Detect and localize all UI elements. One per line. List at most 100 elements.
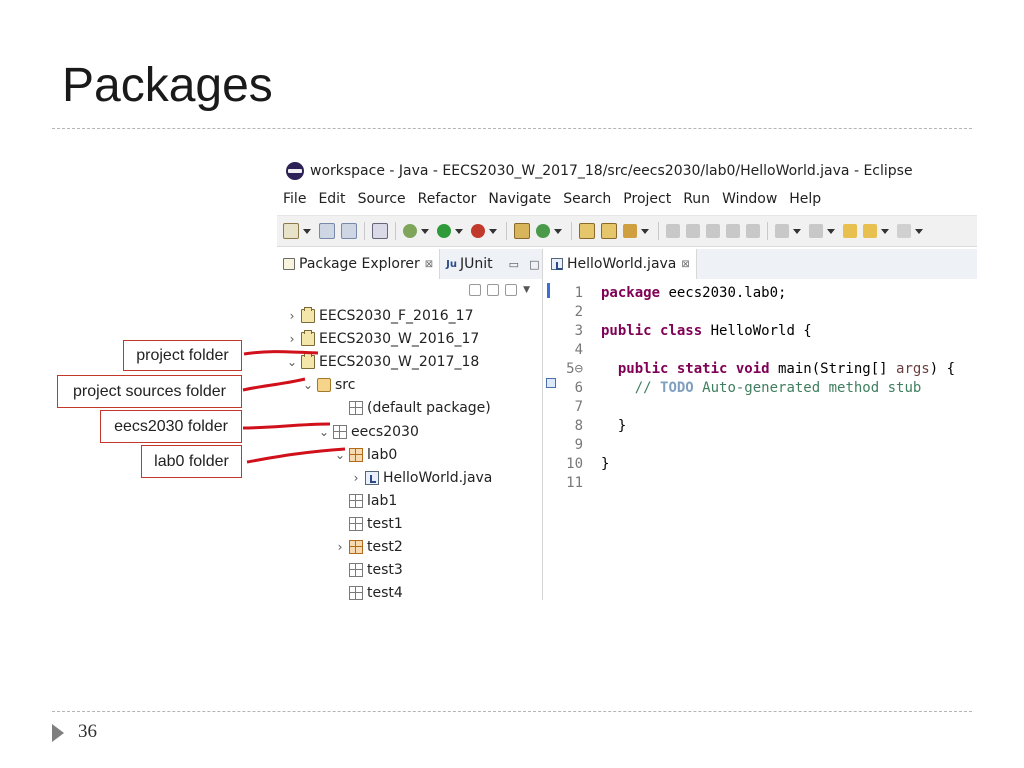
menu-window[interactable]: Window <box>722 191 778 207</box>
forward-icon[interactable] <box>897 224 911 238</box>
new-icon[interactable] <box>283 223 299 239</box>
tree-item[interactable]: test4 <box>333 582 403 600</box>
collapse-all-icon[interactable] <box>469 284 482 296</box>
tree-expander-icon[interactable]: › <box>337 540 343 554</box>
line-number: 10 <box>566 455 583 472</box>
line-number: 8 <box>574 417 583 434</box>
tree-expander-icon[interactable]: ⌄ <box>302 378 314 393</box>
code-line[interactable]: 7 <box>565 397 601 416</box>
menu-search[interactable]: Search <box>563 191 612 207</box>
code-line[interactable]: 10} <box>565 454 609 473</box>
new-class-icon[interactable] <box>536 224 550 238</box>
pin-icon[interactable] <box>686 224 700 238</box>
new-class-dropdown-icon[interactable] <box>554 228 562 234</box>
save-icon[interactable] <box>319 223 335 239</box>
code-line[interactable]: 4 <box>565 340 601 359</box>
open-task-icon[interactable] <box>601 223 617 239</box>
next-annotation-icon[interactable] <box>775 224 789 238</box>
code-token: public class <box>601 322 703 339</box>
code-line[interactable]: 8 } <box>565 416 627 435</box>
menu-source[interactable]: Source <box>357 191 406 207</box>
toolbar-separator <box>395 222 396 240</box>
close-icon[interactable]: ⊠ <box>681 258 690 270</box>
external-tools-icon[interactable] <box>471 224 485 238</box>
next-annotation-dropdown-icon[interactable] <box>793 228 801 234</box>
previous-annotation-dropdown-icon[interactable] <box>827 228 835 234</box>
tree-item[interactable]: (default package) <box>333 397 491 419</box>
tree-item[interactable]: test1 <box>333 513 403 535</box>
debug-icon[interactable] <box>403 224 417 238</box>
tree-item[interactable]: ⌄ src <box>301 374 355 396</box>
footer-divider <box>52 711 972 712</box>
menu-refactor[interactable]: Refactor <box>417 191 477 207</box>
tab-helloworld-java[interactable]: HelloWorld.java ⊠ <box>543 249 697 279</box>
tree-item[interactable]: › EECS2030_W_2016_17 <box>285 328 479 350</box>
open-type-icon[interactable] <box>579 223 595 239</box>
callout-eecs2030-folder: eecs2030 folder <box>100 410 242 443</box>
tree-item-label: EECS2030_W_2016_17 <box>319 331 480 348</box>
menu-navigate[interactable]: Navigate <box>488 191 552 207</box>
task-marker-icon[interactable] <box>546 378 556 388</box>
menu-project[interactable]: Project <box>623 191 672 207</box>
menu-edit[interactable]: Edit <box>318 191 346 207</box>
tree-item-label: test3 <box>367 562 403 579</box>
run-icon[interactable] <box>437 224 451 238</box>
tree-item[interactable]: test3 <box>333 559 403 581</box>
tree-item[interactable]: ⌄lab0 <box>333 444 397 466</box>
format-icon[interactable] <box>746 224 760 238</box>
code-line[interactable]: 9 <box>565 435 601 454</box>
view-menu-icon[interactable]: ▼ <box>523 285 530 295</box>
back-icon[interactable] <box>863 224 877 238</box>
code-line[interactable]: 6 // TODO Auto-generated method stub <box>565 378 922 397</box>
tree-item[interactable]: ⌄EECS2030_W_2017_18 <box>285 351 479 373</box>
minimize-icon[interactable]: ▭ <box>508 257 520 271</box>
explorer-view-toolbar: ▼ <box>277 279 542 301</box>
link-with-editor-icon[interactable] <box>487 284 500 296</box>
tab-junit[interactable]: Ju JUnit <box>440 249 498 279</box>
search-dropdown-icon[interactable] <box>641 228 649 234</box>
new-dropdown-icon[interactable] <box>303 228 311 234</box>
back-dropdown-icon[interactable] <box>881 228 889 234</box>
menu-run[interactable]: Run <box>683 191 711 207</box>
search-icon[interactable] <box>623 224 637 238</box>
last-edit-icon[interactable] <box>843 224 857 238</box>
tree-expander-icon[interactable]: › <box>289 309 295 323</box>
tree-expander-icon[interactable]: ⌄ <box>318 424 330 439</box>
forward-dropdown-icon[interactable] <box>915 228 923 234</box>
show-whitespace-icon[interactable] <box>726 224 740 238</box>
tree-expander-icon[interactable]: ⌄ <box>334 447 346 462</box>
tree-item-label: EECS2030_F_2016_17 <box>319 308 474 324</box>
skip-breakpoints-icon[interactable] <box>372 223 388 239</box>
tree-expander-icon[interactable]: › <box>353 470 359 485</box>
tree-item-label: src <box>335 377 356 394</box>
tree-expander-icon[interactable]: ⌄ <box>286 355 298 370</box>
save-all-icon[interactable] <box>341 223 357 239</box>
project-icon <box>301 307 315 323</box>
tree-item[interactable]: ›HelloWorld.java <box>349 467 493 489</box>
run-dropdown-icon[interactable] <box>455 228 463 234</box>
debug-dropdown-icon[interactable] <box>421 228 429 234</box>
tree-item[interactable]: › test2 <box>333 536 403 558</box>
menu-file[interactable]: File <box>283 191 307 207</box>
menu-help[interactable]: Help <box>789 191 822 207</box>
external-tools-dropdown-icon[interactable] <box>489 228 497 234</box>
previous-annotation-icon[interactable] <box>809 224 823 238</box>
code-line[interactable]: 2 <box>565 302 601 321</box>
block-selection-icon[interactable] <box>706 224 720 238</box>
tab-package-explorer[interactable]: Package Explorer ⊠ <box>277 249 441 279</box>
code-line[interactable]: 11 <box>565 473 601 492</box>
new-package-icon[interactable] <box>514 223 530 239</box>
tree-item[interactable]: lab1 <box>333 490 397 512</box>
tree-item[interactable]: ⌄eecs2030 <box>317 421 419 443</box>
code-line[interactable]: 5⊖ public static void main(String[] args… <box>565 359 955 378</box>
tree-expander-icon[interactable]: › <box>289 332 295 347</box>
close-icon[interactable]: ⊠ <box>424 258 434 270</box>
toggle-mark-icon[interactable] <box>666 224 680 238</box>
junit-icon: Ju <box>446 258 458 270</box>
maximize-icon[interactable]: □ <box>529 257 540 271</box>
tree-item[interactable]: › EECS2030_F_2016_17 <box>285 305 473 327</box>
tree-item-label: test2 <box>367 539 403 555</box>
focus-on-working-set-icon[interactable] <box>505 284 518 296</box>
